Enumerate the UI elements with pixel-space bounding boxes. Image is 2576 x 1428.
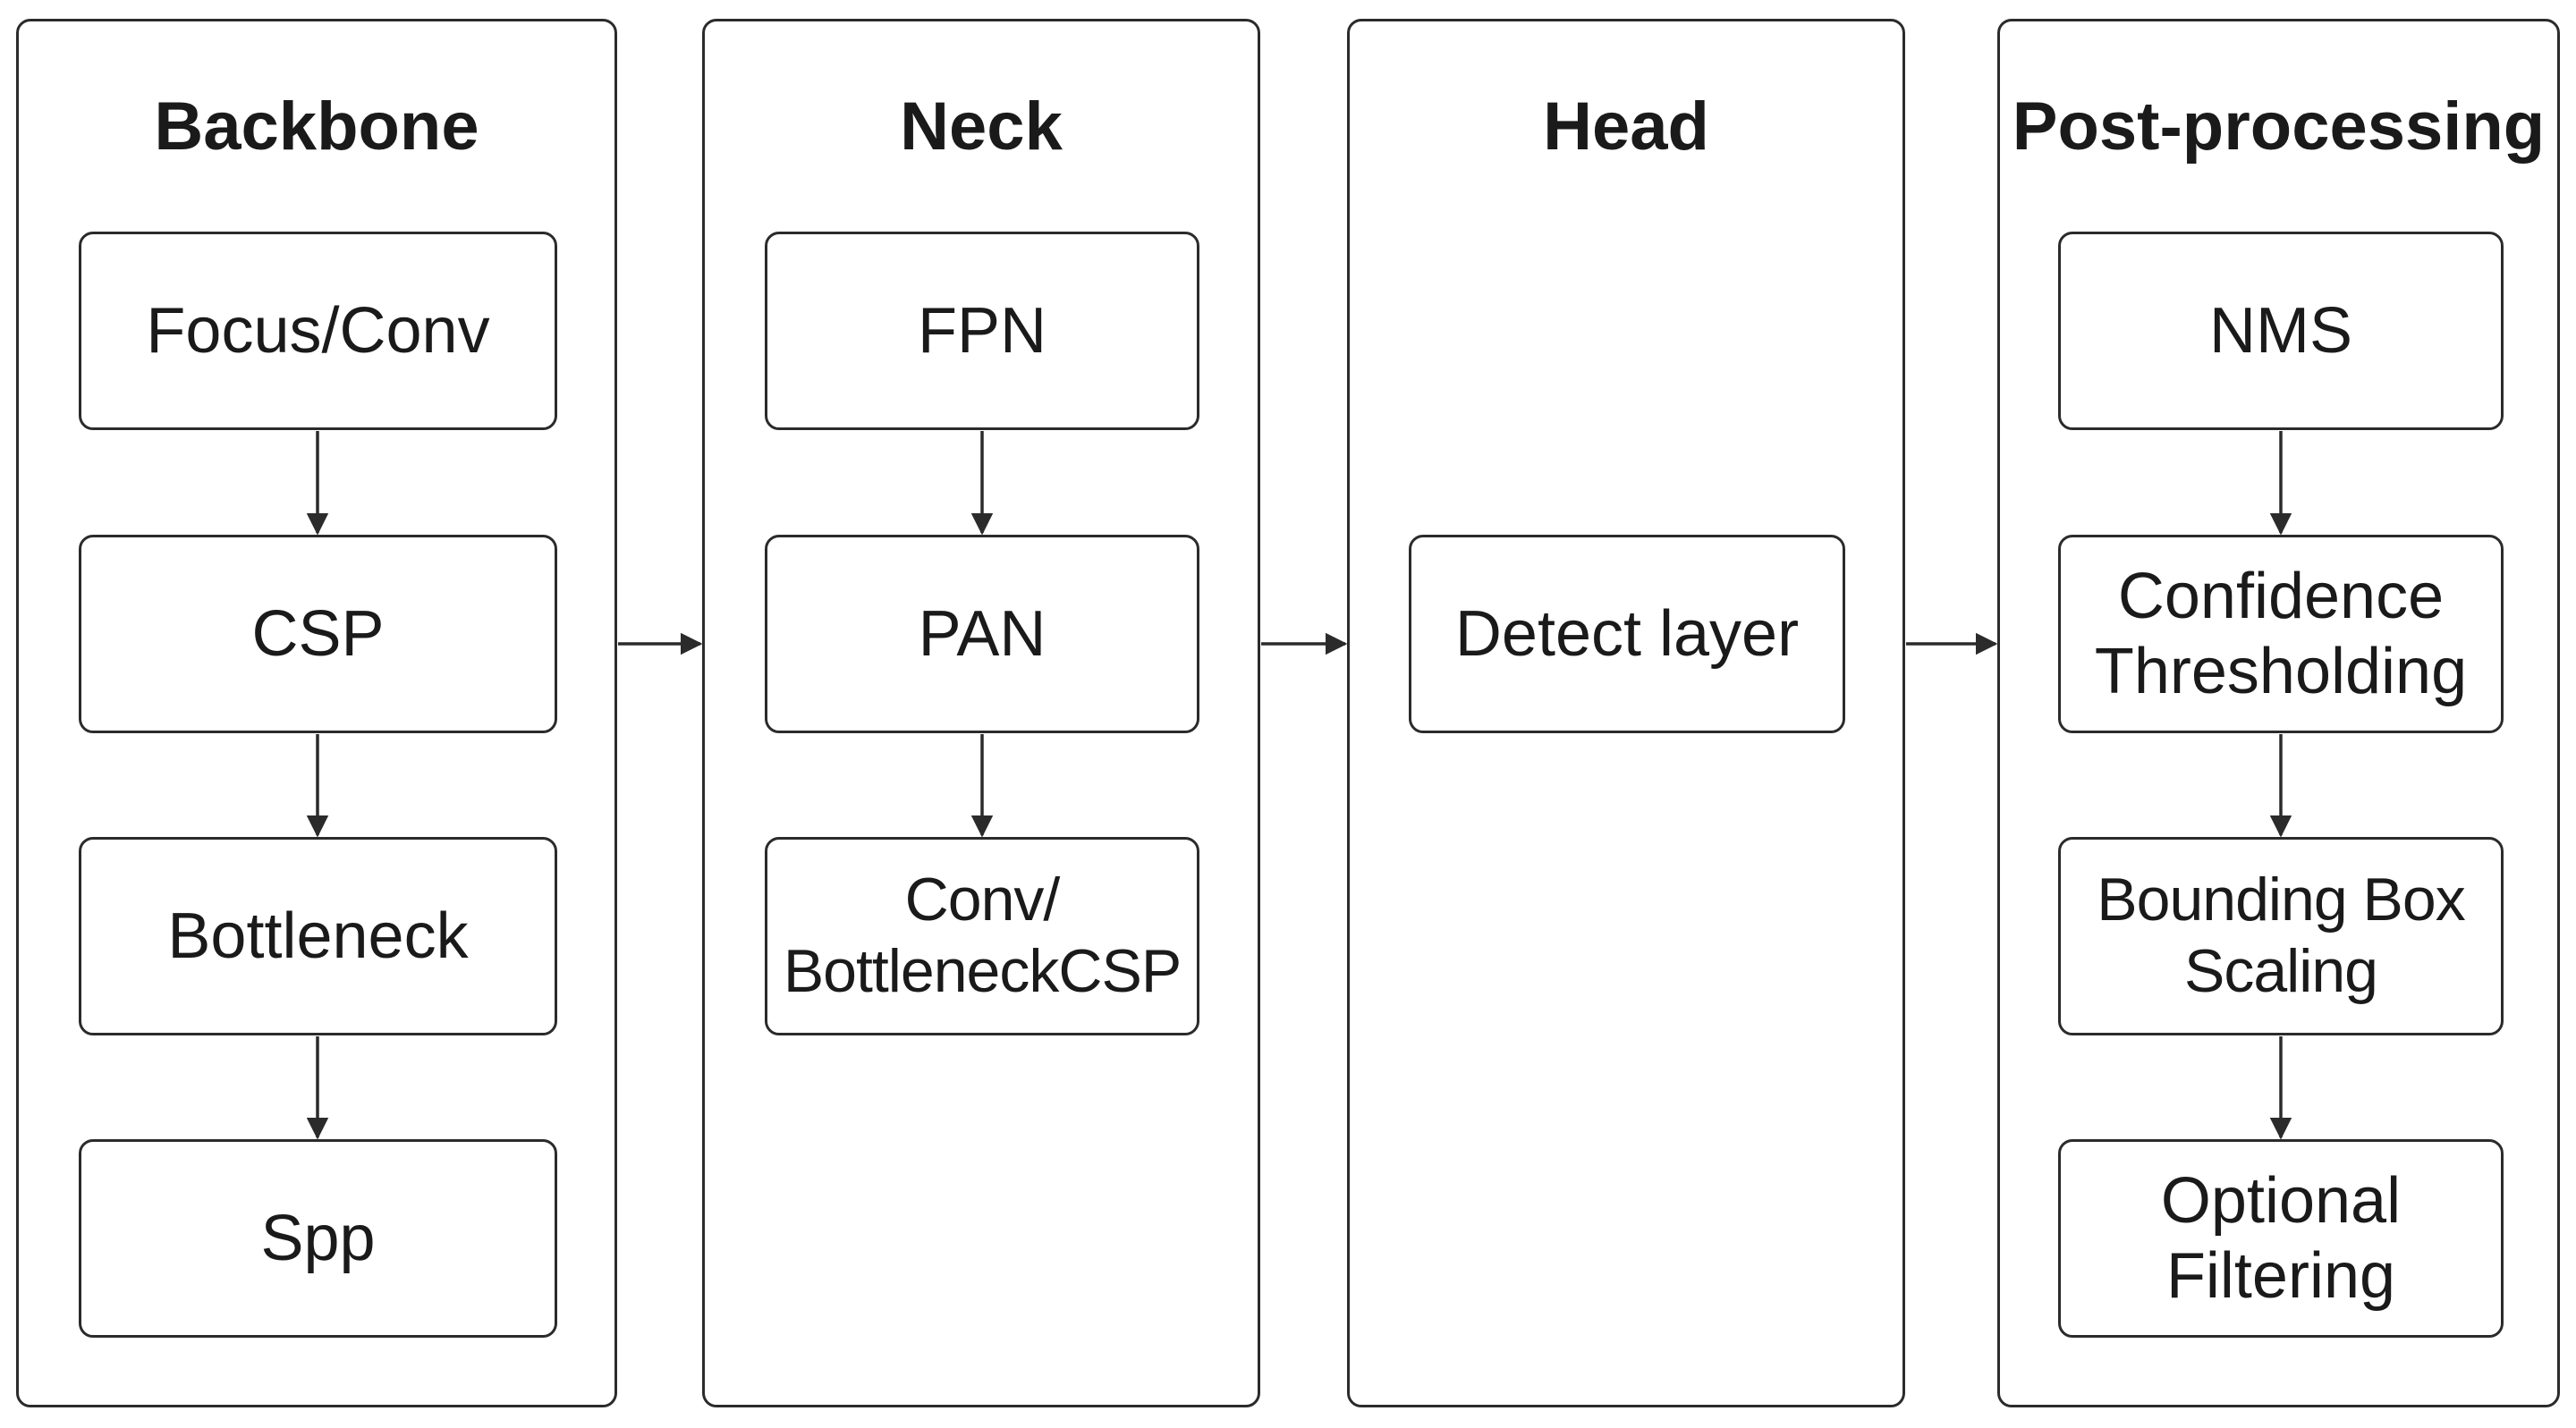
node-detect-layer: Detect layer (1409, 535, 1845, 733)
node-focus-conv: Focus/Conv (79, 232, 557, 430)
node-bounding-box-scaling: Bounding Box Scaling (2058, 837, 2504, 1035)
node-label: Bottleneck (167, 900, 469, 972)
node-label: FPN (918, 294, 1046, 367)
node-spp: Spp (79, 1139, 557, 1338)
panel-title-post-processing: Post-processing (2012, 89, 2546, 165)
node-label: Optional Filtering (2160, 1164, 2402, 1312)
node-label: Confidence Thresholding (2094, 560, 2468, 707)
node-conv-bottleneckcsp: Conv/ BottleneckCSP (765, 837, 1199, 1035)
node-label: CSP (251, 597, 385, 670)
panel-title-neck: Neck (900, 89, 1063, 165)
node-csp: CSP (79, 535, 557, 733)
node-label: NMS (2209, 294, 2352, 367)
node-confidence-thresholding: Confidence Thresholding (2058, 535, 2504, 733)
node-nms: NMS (2058, 232, 2504, 430)
node-label: Bounding Box Scaling (2097, 866, 2465, 1005)
node-pan: PAN (765, 535, 1199, 733)
node-label: PAN (918, 597, 1046, 670)
node-label: Focus/Conv (146, 294, 490, 367)
node-fpn: FPN (765, 232, 1199, 430)
node-optional-filtering: Optional Filtering (2058, 1139, 2504, 1338)
node-bottleneck: Bottleneck (79, 837, 557, 1035)
node-label: Spp (260, 1202, 376, 1274)
panel-title-head: Head (1543, 89, 1709, 165)
node-label: Conv/ BottleneckCSP (783, 866, 1182, 1005)
panel-title-backbone: Backbone (154, 89, 479, 165)
node-label: Detect layer (1454, 597, 1800, 670)
